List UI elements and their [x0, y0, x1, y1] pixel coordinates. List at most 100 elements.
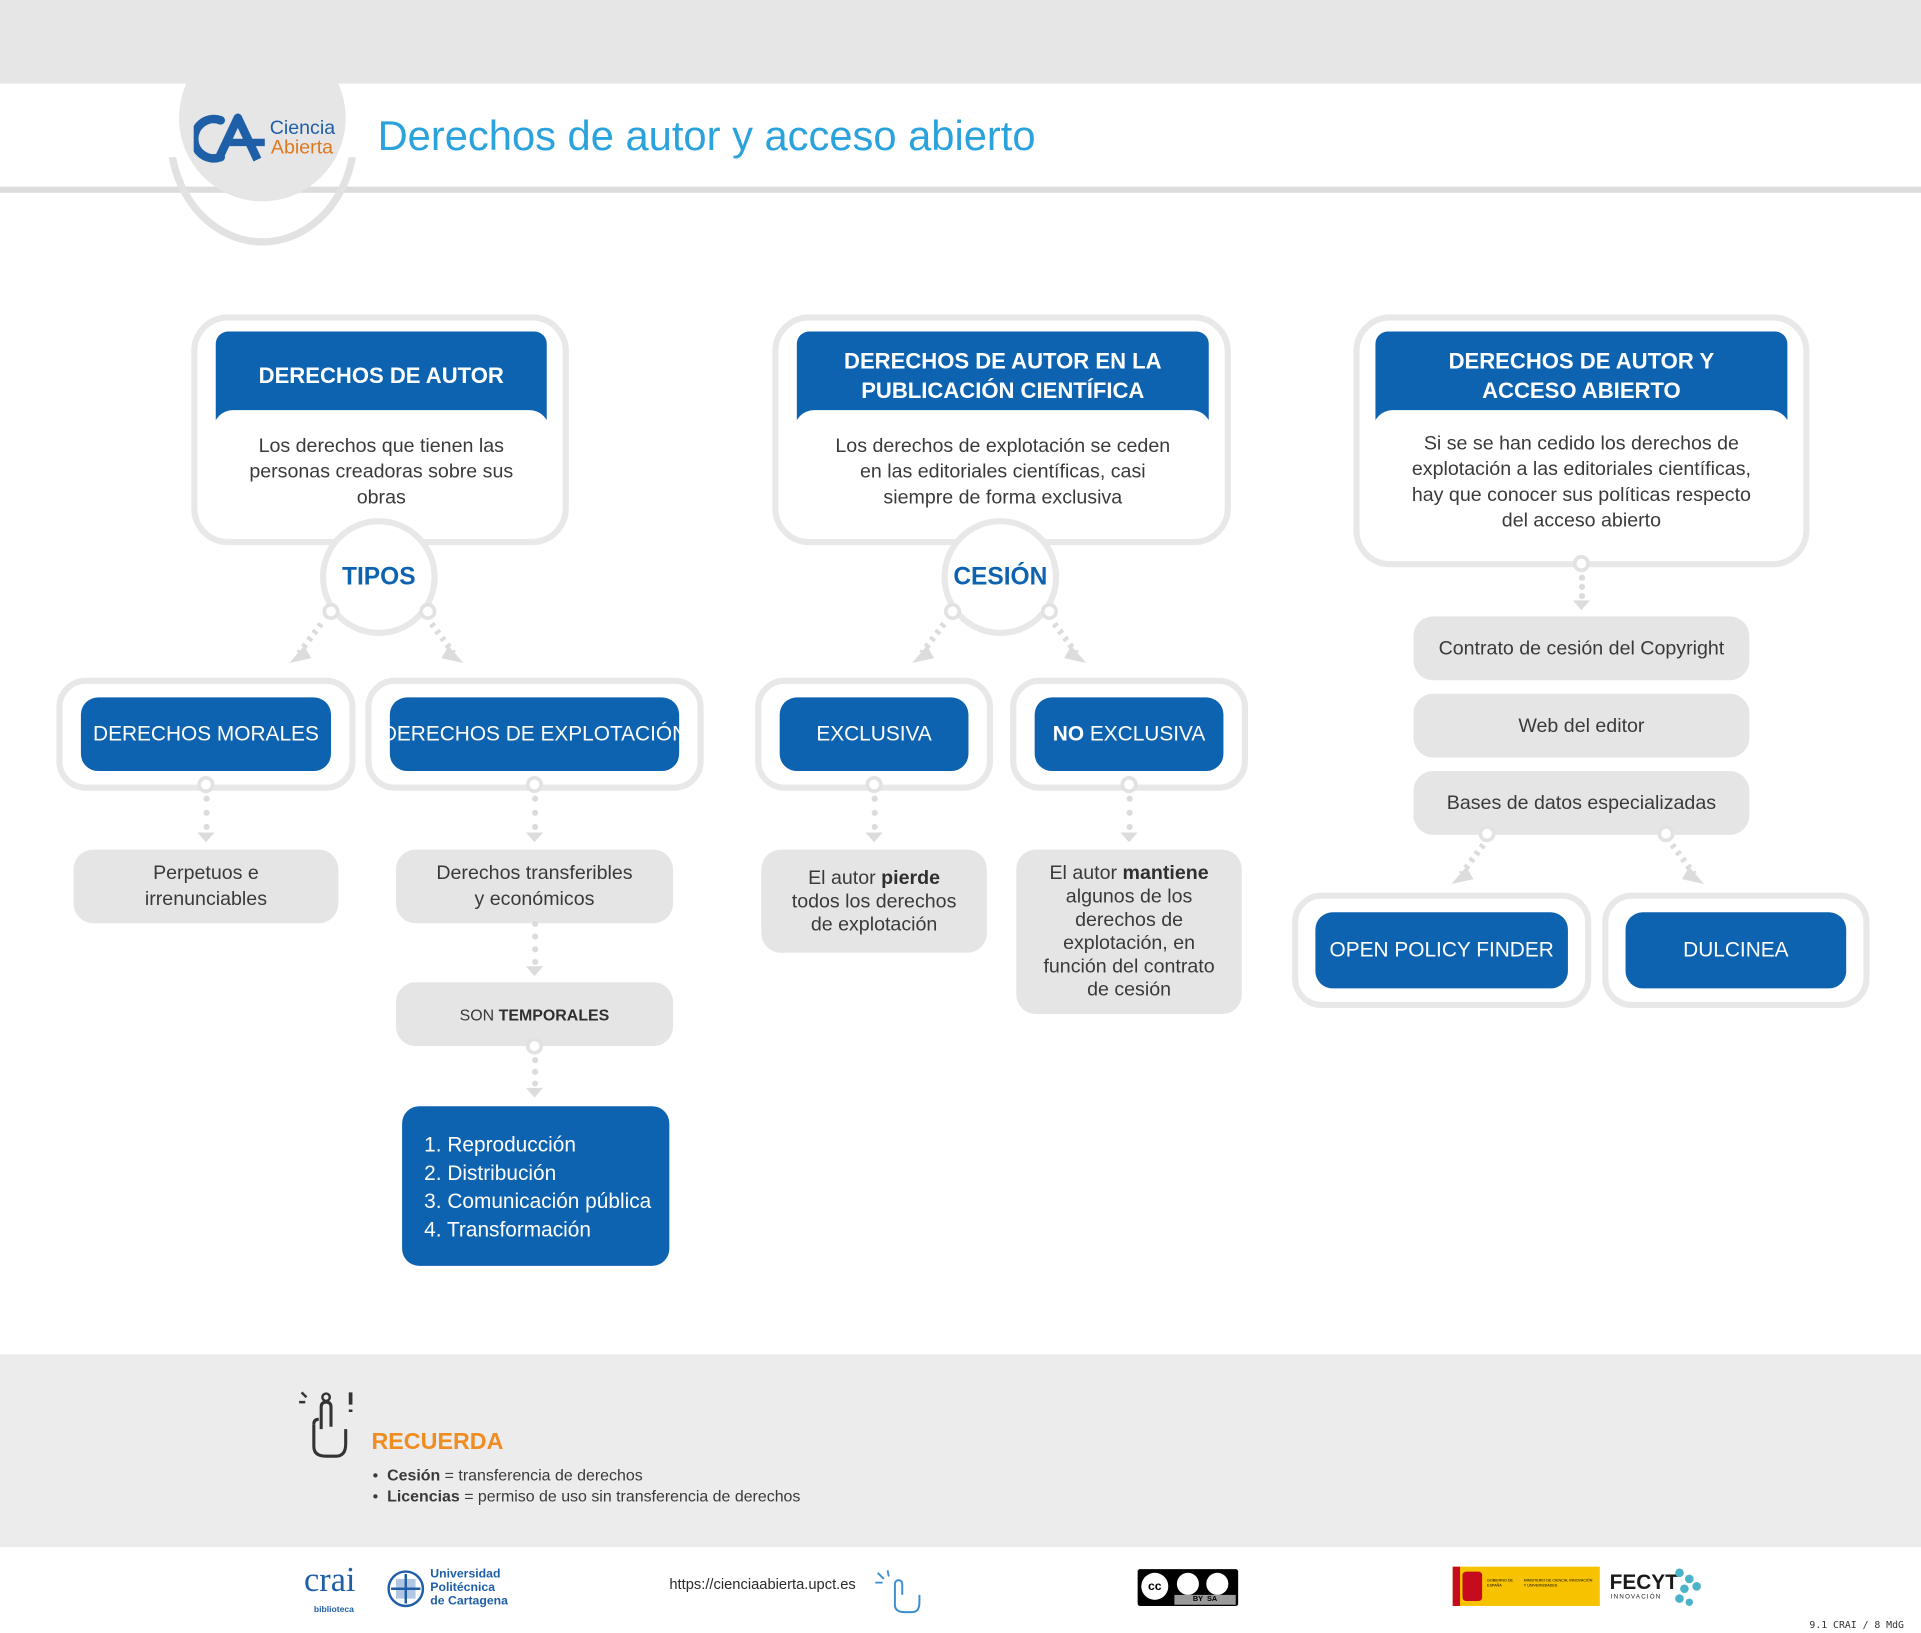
item-bases-de-datos: Bases de datos especializadas — [1413, 771, 1750, 835]
arrow-down-icon — [1120, 832, 1138, 843]
pill-derechos-explotacion: DERECHOS DE EXPLOTACIÓN — [382, 697, 687, 772]
version-label: 9.1 CRAI / 8 MdG — [1809, 1619, 1904, 1631]
card-title: DERECHOS DE AUTOR Y ACCESO ABIERTO — [1375, 331, 1788, 420]
coat-of-arms-icon — [1462, 1571, 1483, 1602]
note-text: todos los derechos de explotación — [791, 867, 962, 935]
note-text: algunos de los derechos de explotación, … — [1043, 863, 1221, 1001]
list-item: 3. Comunicación pública — [424, 1189, 652, 1214]
crai-logo: crai — [304, 1561, 356, 1600]
logo-text-ciencia: Ciencia — [269, 117, 336, 139]
pill-no-bold: NO — [1052, 721, 1085, 746]
recuerda-term: Licencias — [387, 1486, 460, 1506]
connector-dot — [322, 602, 340, 621]
arrow-down-left-icon — [912, 621, 947, 664]
bullet-icon: • — [372, 1465, 388, 1485]
note-text: El autor — [1049, 863, 1123, 885]
header-divider — [0, 186, 1921, 193]
recuerda-title: RECUERDA — [371, 1429, 504, 1455]
by-icon — [1176, 1572, 1199, 1595]
sa-icon — [1206, 1572, 1229, 1595]
note-text: El autor — [808, 867, 882, 889]
recuerda-item: • Cesión = transferencia de derechos — [373, 1466, 643, 1484]
gob-text: GOBIERNO DE ESPAÑA — [1487, 1577, 1513, 1588]
fecyt-sub: INNOVACIÓN — [1610, 1593, 1662, 1602]
item-web-editor: Web del editor — [1413, 693, 1750, 758]
card-body-text: Los derechos que tienen las personas cre… — [213, 410, 550, 533]
crai-sub: biblioteca — [313, 1605, 354, 1615]
connector-line — [1578, 574, 1586, 600]
note-mantiene: El autor mantiene algunos de los derecho… — [1016, 849, 1242, 1015]
upct-line: de Cartagena — [430, 1594, 508, 1609]
temporal-prefix: SON — [459, 1004, 499, 1024]
site-url-link[interactable]: https://cienciaabierta.upct.es — [669, 1575, 856, 1593]
pill-no-exclusiva: NO EXCLUSIVA — [1034, 697, 1224, 772]
upct-name: Universidad Politécnica de Cartagena — [430, 1568, 508, 1609]
recuerda-def: = transferencia de derechos — [440, 1465, 643, 1485]
cc-license-badge: cc BY SA — [1137, 1569, 1239, 1606]
connector-dot — [419, 602, 437, 621]
bubble-cesion: CESIÓN — [941, 518, 1060, 637]
logo-text-abierta: Abierta — [270, 137, 334, 159]
gobierno-logo: GOBIERNO DE ESPAÑA MINISTERIO DE CIENCIA… — [1452, 1566, 1600, 1606]
arrow-down-left-icon — [289, 621, 324, 664]
arrow-down-right-icon — [1051, 621, 1087, 664]
list-item: 4. Transformación — [424, 1217, 591, 1242]
page-title: Derechos de autor y acceso abierto — [377, 112, 1036, 160]
connector-line — [532, 920, 539, 966]
connector-line — [532, 1057, 539, 1087]
note-bold: mantiene — [1122, 863, 1209, 885]
recuerda-panel — [0, 1354, 1921, 1548]
bullet-icon: • — [372, 1486, 388, 1506]
connector-line — [203, 795, 210, 830]
connector-line — [532, 795, 539, 830]
upct-line: Universidad — [430, 1567, 501, 1582]
list-item: 2. Distribución — [424, 1161, 557, 1185]
recuerda-item: • Licencias = permiso de uso sin transfe… — [373, 1487, 801, 1505]
list-item: 1. Reproducción — [424, 1133, 576, 1157]
flag-stripe — [1452, 1566, 1461, 1606]
card-body-text: Si se se han cedido los derechos de expl… — [1373, 410, 1790, 555]
pill-derechos-morales: DERECHOS MORALES — [80, 697, 331, 772]
connector-line — [871, 795, 878, 830]
connector-dot — [943, 602, 962, 621]
arrow-down-right-icon — [429, 621, 464, 664]
note-pierde: El autor pierde todos los derechos de ex… — [761, 849, 987, 953]
card-body-text: Los derechos de explotación se ceden en … — [794, 410, 1212, 533]
connector-dot — [1040, 602, 1058, 621]
finger-reminder-icon — [299, 1391, 353, 1458]
connector-dot — [1572, 554, 1590, 573]
connector-dot — [865, 775, 883, 794]
pill-no-rest: EXCLUSIVA — [1084, 721, 1206, 746]
pill-dulcinea[interactable]: DULCINEA — [1625, 912, 1847, 989]
arrow-down-icon — [1572, 600, 1590, 611]
ministry-text: MINISTERIO DE CIENCIA, INNOVACIÓN Y UNIV… — [1523, 1577, 1593, 1588]
cc-label: BY SA — [1174, 1594, 1236, 1605]
temporal-bold: TEMPORALES — [498, 1004, 610, 1024]
arrow-down-left-icon — [1451, 842, 1486, 885]
note-perpetuos: Perpetuos e irrenunciables — [73, 849, 339, 924]
item-contrato-cesion: Contrato de cesión del Copyright — [1413, 616, 1750, 681]
recuerda-def: = permiso de uso sin transferencia de de… — [459, 1486, 801, 1506]
connector-line — [1126, 795, 1133, 830]
note-transferibles: Derechos transferibles y económicos — [395, 849, 674, 924]
connector-dot — [525, 1037, 544, 1055]
pill-exclusiva: EXCLUSIVA — [779, 697, 969, 772]
list-derechos-explotacion: 1. Reproducción 2. Distribución 3. Comun… — [402, 1106, 670, 1266]
arrow-down-icon — [865, 832, 883, 843]
connector-dot — [197, 775, 215, 794]
note-bold: pierde — [881, 867, 941, 889]
arrow-down-right-icon — [1669, 842, 1705, 885]
pointer-hand-icon — [875, 1570, 921, 1614]
fecyt-logo: FECYT — [1609, 1570, 1678, 1594]
connector-dot — [1657, 825, 1675, 843]
arrow-down-icon — [525, 832, 544, 843]
arrow-down-icon — [525, 1087, 544, 1098]
fecyt-dots-icon — [1675, 1568, 1701, 1606]
arrow-down-icon — [197, 832, 215, 843]
upct-shield-icon — [387, 1570, 425, 1608]
pill-open-policy-finder[interactable]: OPEN POLICY FINDER — [1315, 912, 1568, 989]
bubble-tipos: TIPOS — [319, 518, 438, 637]
cc-icon: cc — [1141, 1572, 1169, 1600]
note-son-temporales: SON TEMPORALES — [395, 982, 674, 1047]
upct-line: Politécnica — [430, 1581, 496, 1595]
